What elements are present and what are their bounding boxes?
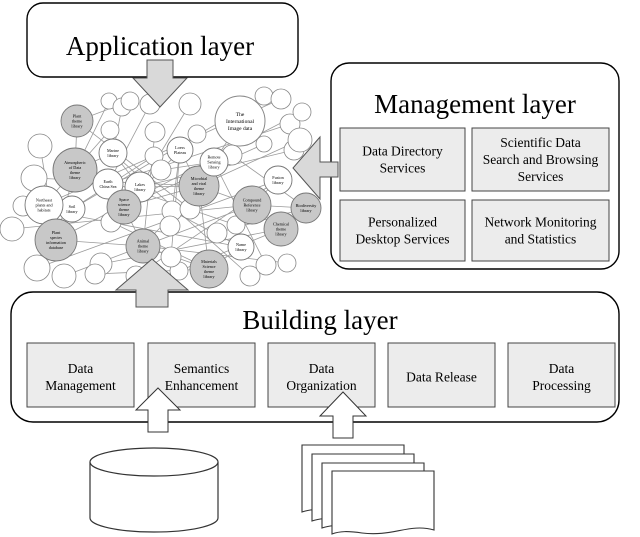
building-up-arrow [114, 258, 190, 308]
network-small-node [287, 127, 313, 153]
network-small-node [239, 265, 261, 287]
network-small-node [270, 88, 292, 110]
network-small-node [292, 102, 312, 122]
network-small-node [0, 216, 25, 242]
documents-up-arrow [318, 391, 368, 439]
network-small-node [277, 253, 297, 273]
documents-icon [301, 444, 435, 535]
network-small-node [160, 246, 182, 268]
database-up-arrow [134, 387, 182, 433]
network-small-node [255, 254, 277, 276]
application-layer-title: Application layer [66, 31, 254, 61]
network-small-node [206, 222, 228, 244]
network-small-node [27, 133, 53, 159]
management-layer-title: Management layer [374, 89, 576, 119]
network-small-node [178, 92, 202, 116]
application-layer: Application layer [26, 2, 299, 78]
network-small-node [120, 91, 140, 111]
network-small-node [144, 121, 166, 143]
network-small-node [159, 215, 181, 237]
database-icon [89, 447, 219, 533]
network-edge [139, 103, 191, 188]
network-small-node [187, 124, 207, 144]
network-small-node [84, 263, 106, 285]
application-down-arrow [131, 59, 189, 108]
management-left-arrow [292, 135, 339, 201]
building-layer-title: Building layer [242, 305, 397, 335]
network-small-node [100, 120, 120, 140]
building-module-label: Data Release [406, 370, 477, 385]
building-module-box: Data Release [387, 342, 496, 408]
network-small-node [23, 254, 51, 282]
network-small-node [255, 135, 273, 153]
network-small-node [150, 159, 172, 181]
network-small-node [254, 86, 274, 106]
network-small-node [51, 263, 77, 289]
